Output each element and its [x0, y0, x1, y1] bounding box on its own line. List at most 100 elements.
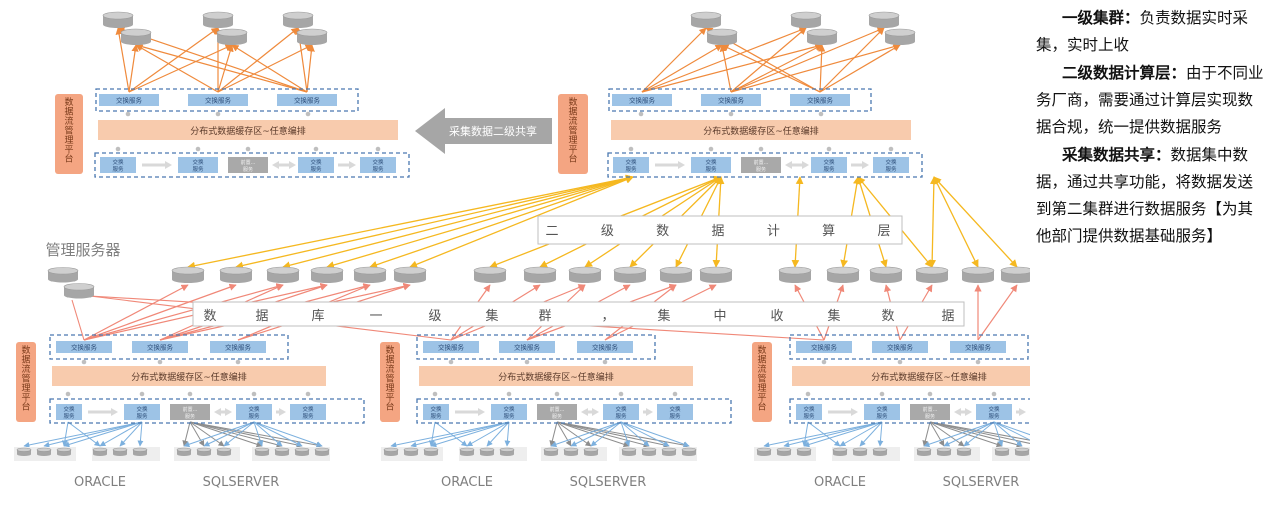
note-compute-layer: 二级数据计算层：由于不同业务厂商，需要通过计算层实现数据合规，统一提供数据服务 [1036, 63, 1264, 136]
connector-dot [251, 391, 257, 397]
flow-arrow [581, 408, 599, 416]
service-label: 服务 [112, 165, 124, 173]
upload-line [83, 284, 189, 341]
service-label: 交换服务 [71, 343, 98, 352]
collect-line [556, 421, 572, 447]
collect-line [99, 421, 143, 447]
platform-label: 据 [21, 353, 30, 365]
front-exchange-box [910, 404, 950, 420]
cylinder-top [403, 447, 419, 452]
collect-line [993, 421, 1030, 436]
collect-line [570, 421, 622, 447]
service-box [603, 404, 639, 420]
collect-line [783, 421, 883, 448]
flow-arrow [655, 161, 685, 169]
connector-dot [728, 111, 734, 117]
share-line [928, 176, 938, 268]
connector-dot [125, 111, 131, 117]
service-label: 交换服务 [965, 343, 992, 352]
cylinder-top [296, 28, 328, 37]
cylinder-top [314, 447, 330, 452]
diagram-texts: 数据流管理平台交换服务交换服务交换服务分布式数据缓存区~任意编排交换服务交换服务… [21, 96, 1019, 491]
cylinder-base [220, 275, 252, 284]
front-exchange-label: 前置... [923, 406, 938, 413]
cluster-db [613, 266, 647, 284]
platform-label: 据 [757, 353, 766, 365]
cylinder-base [917, 452, 931, 456]
collect-line [119, 421, 143, 447]
cluster-band-label: 库 [311, 308, 324, 324]
source-db [621, 447, 637, 456]
cylinder-base [311, 275, 343, 284]
source-db [756, 447, 772, 456]
flow-arrow [272, 161, 296, 169]
cylinder-body [853, 449, 867, 455]
cluster-db [473, 266, 507, 284]
collect-line [434, 421, 468, 447]
service-label: 交换服务 [807, 96, 834, 105]
cylinder-body [57, 449, 71, 455]
source-db [796, 447, 812, 456]
source-db [681, 447, 697, 456]
service-label: 服务 [248, 412, 260, 420]
cylinder-top [112, 447, 128, 452]
cylinder-top [393, 266, 427, 275]
cylinder-top [690, 11, 722, 20]
service-box [56, 404, 82, 420]
service-label: 交换 [615, 405, 627, 413]
cylinder-base [791, 20, 821, 28]
flow-arrow [1016, 408, 1026, 416]
cylinder-top [956, 447, 972, 452]
source-db [196, 447, 212, 456]
flow-arrow [338, 161, 356, 169]
cylinder-base [404, 452, 418, 456]
flow-arrow [954, 408, 972, 416]
cylinder-base [524, 275, 556, 284]
connector-dot [821, 359, 827, 365]
cylinder-base [757, 452, 771, 456]
cylinder-base [217, 452, 231, 456]
cylinder-top [383, 447, 399, 452]
upload-line [977, 284, 1018, 341]
upload-line [641, 44, 723, 93]
cylinder-base [662, 452, 676, 456]
cache-bar-label: 分布式数据缓存区~任意编排 [190, 125, 306, 137]
cylinder-top [568, 266, 602, 275]
connector-dot [524, 359, 530, 365]
upload-line [128, 44, 233, 93]
flow-head [279, 408, 286, 416]
cylinder-body [103, 15, 133, 25]
cylinder-top [353, 266, 387, 275]
cylinder-top [459, 447, 475, 452]
flow-head [785, 161, 792, 169]
platform-box-bottom-3 [752, 342, 772, 422]
service-box [100, 157, 136, 173]
source-db [661, 447, 677, 456]
cylinder-top [641, 447, 657, 452]
service-label: 交换服务 [592, 343, 619, 352]
service-box [796, 404, 822, 420]
cylinder-body [48, 270, 78, 280]
cluster-db [915, 266, 949, 284]
cylinder-body [394, 270, 426, 280]
platform-label: 管 [64, 124, 73, 136]
exchange-service-box [790, 94, 850, 106]
platform-label: 数 [64, 96, 73, 108]
collect-line [929, 421, 1023, 448]
cylinder-top [274, 447, 290, 452]
cylinder-body [93, 449, 107, 455]
service-box [691, 157, 731, 173]
collect-line [183, 421, 255, 448]
collect-line [549, 421, 558, 447]
source-db [916, 447, 932, 456]
cylinder-base [480, 452, 494, 456]
collect-line [61, 421, 69, 447]
source-db [294, 447, 310, 456]
cylinder-top [961, 266, 995, 275]
cluster-band-label: 数 [203, 309, 216, 324]
cylinder-top [473, 266, 507, 275]
collect-line [67, 421, 101, 447]
service-label: 交换服务 [718, 96, 745, 105]
platform-label: 理 [385, 383, 394, 394]
upload-line [641, 27, 807, 93]
